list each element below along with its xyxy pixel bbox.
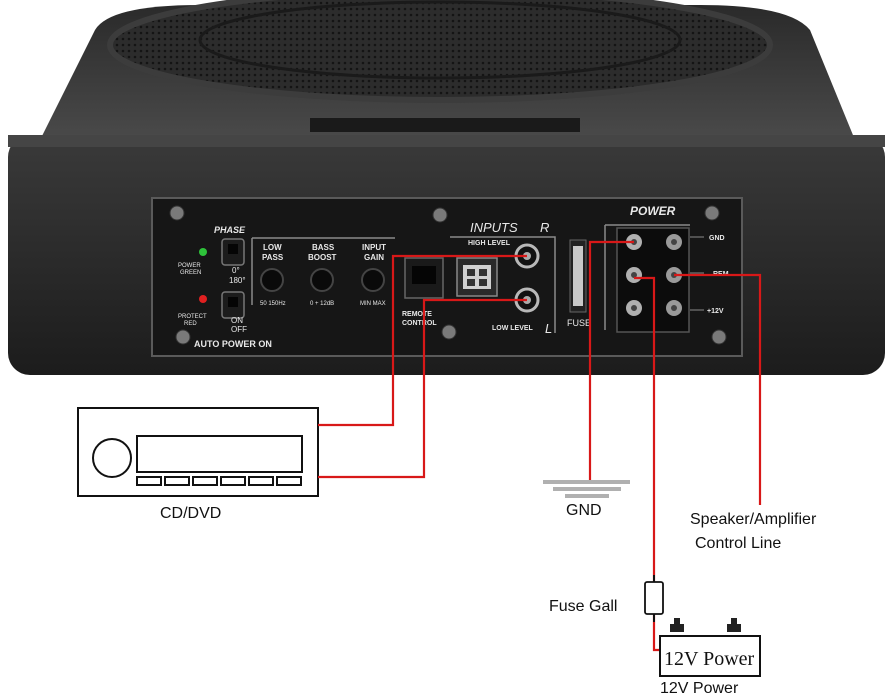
input-gain-range: MIN MAX xyxy=(360,301,386,307)
panel-screws xyxy=(169,205,727,345)
protect-led-icon xyxy=(199,295,207,303)
phase-0-label: 0° xyxy=(232,266,240,275)
fuse-gall-label: Fuse Gall xyxy=(549,598,618,615)
wire-12v-to-battery xyxy=(652,612,660,652)
low-pass-label: LOW xyxy=(263,243,282,252)
remote-control-label: REMOTE xyxy=(402,311,432,318)
bass-boost-range: 0 + 12dB xyxy=(310,301,334,307)
low-pass-label-2: PASS xyxy=(262,253,284,262)
battery-icon: 12V Power xyxy=(659,618,761,677)
inputs-l-label: L xyxy=(545,321,552,336)
auto-power-on-label: AUTO POWER ON xyxy=(194,339,272,349)
speaker-control-line-label: Speaker/Amplifier xyxy=(690,511,817,528)
wire-rem xyxy=(674,273,762,505)
bass-boost-label: BASS xyxy=(312,243,335,252)
wires xyxy=(318,240,762,652)
wire-rca-right xyxy=(318,254,527,427)
battery-text: 12V Power xyxy=(664,648,755,670)
power-green-label-2: GREEN xyxy=(180,270,201,276)
gnd-label: GND xyxy=(566,502,602,519)
speaker-grill xyxy=(107,0,773,103)
cd-dvd-label: CD/DVD xyxy=(160,505,222,522)
inputs-r-label: R xyxy=(540,220,549,235)
remote-control-label-2: CONTROL xyxy=(402,320,437,327)
power-label: POWER xyxy=(630,204,676,218)
power-green-label: POWER xyxy=(178,263,201,269)
bass-boost-label-2: BOOST xyxy=(308,253,337,262)
high-level-label: HIGH LEVEL xyxy=(468,240,511,247)
plus12v-terminal-label: +12V xyxy=(707,308,724,315)
power-led-icon xyxy=(199,248,207,256)
subwoofer-enclosure xyxy=(8,0,885,375)
wire-gnd xyxy=(588,240,634,482)
input-gain-label-2: GAIN xyxy=(364,253,384,262)
low-pass-range: 50 150Hz xyxy=(260,301,286,307)
fuse-label: FUSE xyxy=(567,318,591,328)
protect-red-label-2: RED xyxy=(184,321,197,327)
inputs-label: INPUTS xyxy=(470,220,518,235)
phase-180-label: 180° xyxy=(229,276,246,285)
protect-red-label: PROTECT xyxy=(178,314,207,320)
battery-label: 12V Power xyxy=(660,680,739,697)
fuse-gall-icon xyxy=(644,581,664,615)
cd-dvd-head-unit xyxy=(77,407,319,497)
wire-12v xyxy=(634,276,656,582)
ground-symbol-icon xyxy=(543,480,630,498)
input-gain-knob[interactable] xyxy=(361,268,385,292)
bass-boost-knob[interactable] xyxy=(310,268,334,292)
low-pass-knob[interactable] xyxy=(260,268,284,292)
phase-label: PHASE xyxy=(214,225,246,235)
gnd-terminal-label: GND xyxy=(709,235,725,242)
input-gain-label: INPUT xyxy=(362,243,386,252)
low-level-label: LOW LEVEL xyxy=(492,325,534,332)
off-label: OFF xyxy=(231,325,247,334)
on-label: ON xyxy=(231,316,243,325)
speaker-control-line-label-2: Control Line xyxy=(695,535,782,552)
wire-rca-left xyxy=(318,298,527,479)
